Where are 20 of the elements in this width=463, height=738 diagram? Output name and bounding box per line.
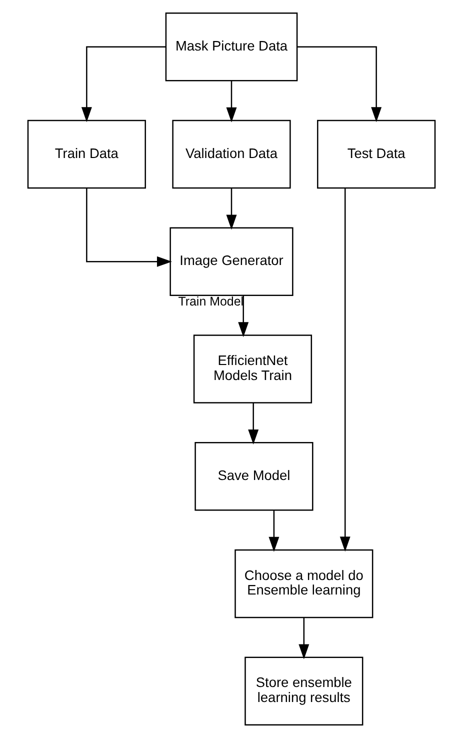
node-box: Train Data: [27, 120, 146, 189]
arrow: [81, 46, 166, 122]
node-box: Choose a model do Ensemble learning: [234, 549, 374, 618]
arrow: [238, 296, 249, 338]
arrow: [268, 510, 280, 552]
arrow: [340, 188, 350, 552]
arrow: [226, 80, 237, 122]
node-box: Save Model: [194, 442, 314, 511]
arrow: [248, 402, 259, 445]
arrow: [226, 188, 237, 230]
arrow: [86, 188, 172, 267]
arrow: [297, 46, 382, 122]
arrow: [298, 618, 310, 660]
node-box: Validation Data: [172, 120, 291, 189]
node-box: Mask Picture Data: [165, 12, 298, 82]
edge-label: Train Model: [178, 294, 244, 308]
node-box: Store ensemble learning results: [244, 656, 364, 726]
node-box: EfficientNet Models Train: [193, 334, 312, 404]
node-box: Test Data: [317, 120, 436, 189]
node-box: Image Generator: [170, 227, 294, 296]
